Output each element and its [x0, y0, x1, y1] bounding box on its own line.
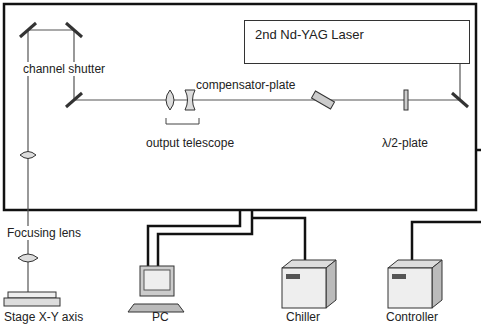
telescope-bracket [166, 118, 199, 124]
focusing-lens [18, 254, 38, 262]
stage-base [4, 298, 60, 306]
compensator-plate [311, 91, 334, 109]
device-label: PC [152, 310, 169, 324]
part-label: channel shutter [22, 62, 106, 76]
chiller-icon [282, 260, 336, 308]
pc-icon [128, 266, 184, 312]
node-text: 2nd Nd-YAG Laser [245, 21, 469, 48]
part-label: Focusing lens [6, 226, 82, 240]
channel-lens [20, 152, 36, 159]
controller-icon [388, 260, 442, 308]
part-label: λ/2-plate [382, 136, 428, 150]
half-wave-plate [404, 90, 408, 110]
device-label: Controller [386, 310, 438, 324]
convex-lens [166, 90, 174, 110]
wires [148, 150, 481, 266]
part-label: output telescope [146, 136, 234, 150]
stage-top [8, 292, 56, 298]
part-label: Stage X-Y axis [4, 310, 83, 324]
part-label: compensator-plate [196, 78, 295, 92]
housing-frame [4, 4, 476, 210]
device-label: Chiller [286, 310, 320, 324]
concave-lens [185, 90, 195, 110]
laser-box: 2nd Nd-YAG Laser [244, 20, 470, 64]
